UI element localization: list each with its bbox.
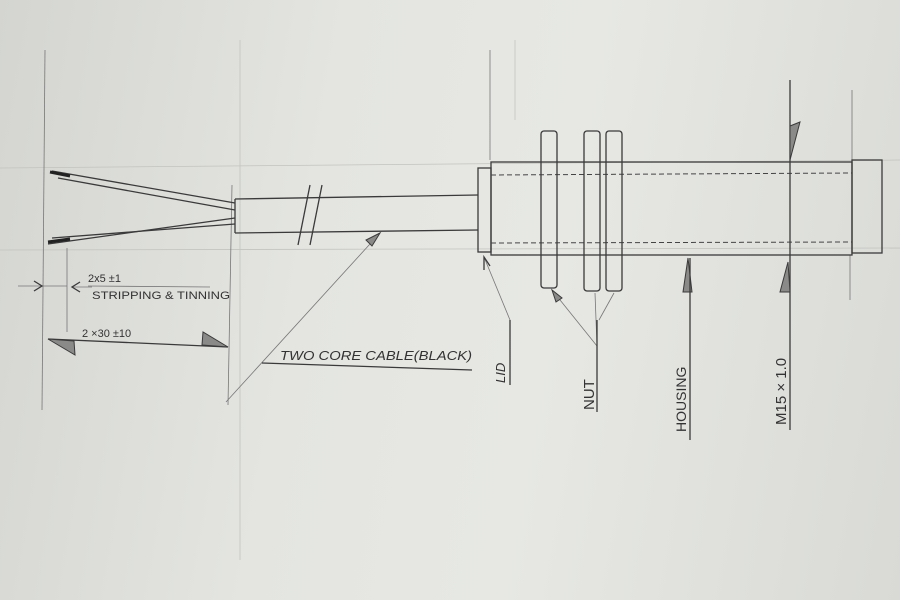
wires bbox=[47, 170, 236, 245]
housing-label: HOUSING bbox=[673, 367, 689, 432]
nuts bbox=[540, 130, 623, 292]
cable-leader bbox=[225, 231, 473, 403]
lid bbox=[477, 167, 492, 253]
lid-label: LID bbox=[493, 363, 508, 383]
thread-label: M15 × 1.0 bbox=[773, 358, 790, 425]
extension-lines bbox=[41, 49, 853, 411]
construction-lines bbox=[0, 40, 900, 560]
wire-length-value: 2 ×30 ±10 bbox=[82, 328, 131, 340]
nut-label: NUT bbox=[581, 379, 598, 410]
cable bbox=[234, 184, 479, 246]
lid-leader bbox=[483, 254, 511, 385]
housing bbox=[490, 159, 883, 256]
thread-dimension bbox=[779, 80, 801, 430]
stripping-value: 2x5 ±1 bbox=[88, 273, 121, 285]
cable-label: TWO CORE CABLE(BLACK) bbox=[280, 348, 472, 363]
wire-length-dimension bbox=[47, 331, 229, 356]
housing-leader bbox=[682, 257, 693, 440]
stripping-dimension bbox=[18, 280, 211, 293]
nut-leader bbox=[550, 288, 615, 412]
stripping-label: STRIPPING & TINNING bbox=[92, 290, 230, 302]
